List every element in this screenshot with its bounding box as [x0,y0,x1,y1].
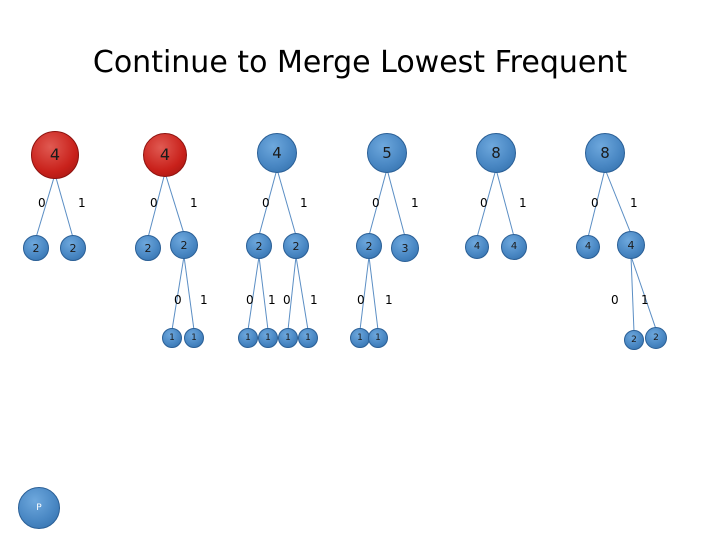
edge-label: 0 [372,196,380,210]
tree-node-left-child: 4 [465,235,489,259]
tree-node-root: 8 [585,133,625,173]
tree-edge [368,168,388,236]
tree-edge [359,256,370,331]
edge-label: 0 [38,196,46,210]
edge-label: 0 [283,293,291,307]
tree-node-leaf-b: 1 [368,328,388,348]
edge-label: 0 [246,293,254,307]
edge-label: 0 [357,293,365,307]
tree-node-leaf-d: 1 [298,328,318,348]
tree-node-root: 4 [31,131,79,179]
edge-label: 1 [200,293,208,307]
tree-edge [147,172,166,238]
tree-edge [35,174,56,238]
tree-node-right-child: 2 [283,233,309,259]
tree-edge [495,168,515,237]
edge-label: 0 [480,196,488,210]
edge-label: 0 [174,293,182,307]
edge-label: 1 [519,196,527,210]
edge-label: 1 [190,196,198,210]
tree-edge [476,168,497,238]
edge-label: 1 [300,196,308,210]
tree-edge [630,256,657,330]
tree-edge [368,256,379,331]
tree-node-right-child: 2 [60,235,86,261]
tree-node-right-child: 4 [617,231,645,259]
tree-edge [164,172,185,234]
tree-edge [247,256,260,331]
tree-edge [258,256,269,331]
edge-label: 1 [630,196,638,210]
tree-edge [171,256,185,331]
tree-edge [587,168,606,238]
tree-node-right-child: 3 [391,234,419,262]
tree-node-left-child: 2 [23,235,49,261]
edge-label: 1 [641,293,649,307]
tree-node-left-child: 2 [246,233,272,259]
tree-edge [386,168,406,237]
edge-label: 1 [310,293,318,307]
tree-node-left-child: 4 [576,235,600,259]
tree-node-leaf-b: 1 [258,328,278,348]
tree-edge [54,174,74,238]
edge-label: 1 [385,293,393,307]
tree-node-right-child: 4 [501,234,527,260]
edge-label: 1 [78,196,86,210]
tree-node-root: 4 [143,133,187,177]
tree-edge [183,256,195,331]
footer-badge: P [18,487,60,529]
tree-node-root: 4 [257,133,297,173]
tree-node-leaf-c: 1 [278,328,298,348]
edge-label: 1 [268,293,276,307]
edge-label: 0 [150,196,158,210]
tree-edge [295,256,309,331]
edge-label: 1 [411,196,419,210]
tree-node-root: 8 [476,133,516,173]
tree-node-leaf-left: 1 [162,328,182,348]
tree-node-root: 5 [367,133,407,173]
tree-node-right-child: 2 [170,231,198,259]
tree-node-leaf-left: 2 [624,330,644,350]
tree-edge [258,168,278,236]
tree-node-leaf-right: 1 [184,328,204,348]
edge-label: 0 [262,196,270,210]
tree-node-left-child: 2 [356,233,382,259]
edge-label: 0 [591,196,599,210]
tree-edge [276,168,297,236]
tree-edge [630,256,635,333]
edge-label: 0 [611,293,619,307]
tree-edge [604,168,632,234]
page-title: Continue to Merge Lowest Frequent [92,45,628,80]
tree-edge [287,256,297,331]
tree-node-leaf-right: 2 [645,327,667,349]
tree-node-leaf-a: 1 [238,328,258,348]
tree-node-leaf-a: 1 [350,328,370,348]
tree-node-left-child: 2 [135,235,161,261]
